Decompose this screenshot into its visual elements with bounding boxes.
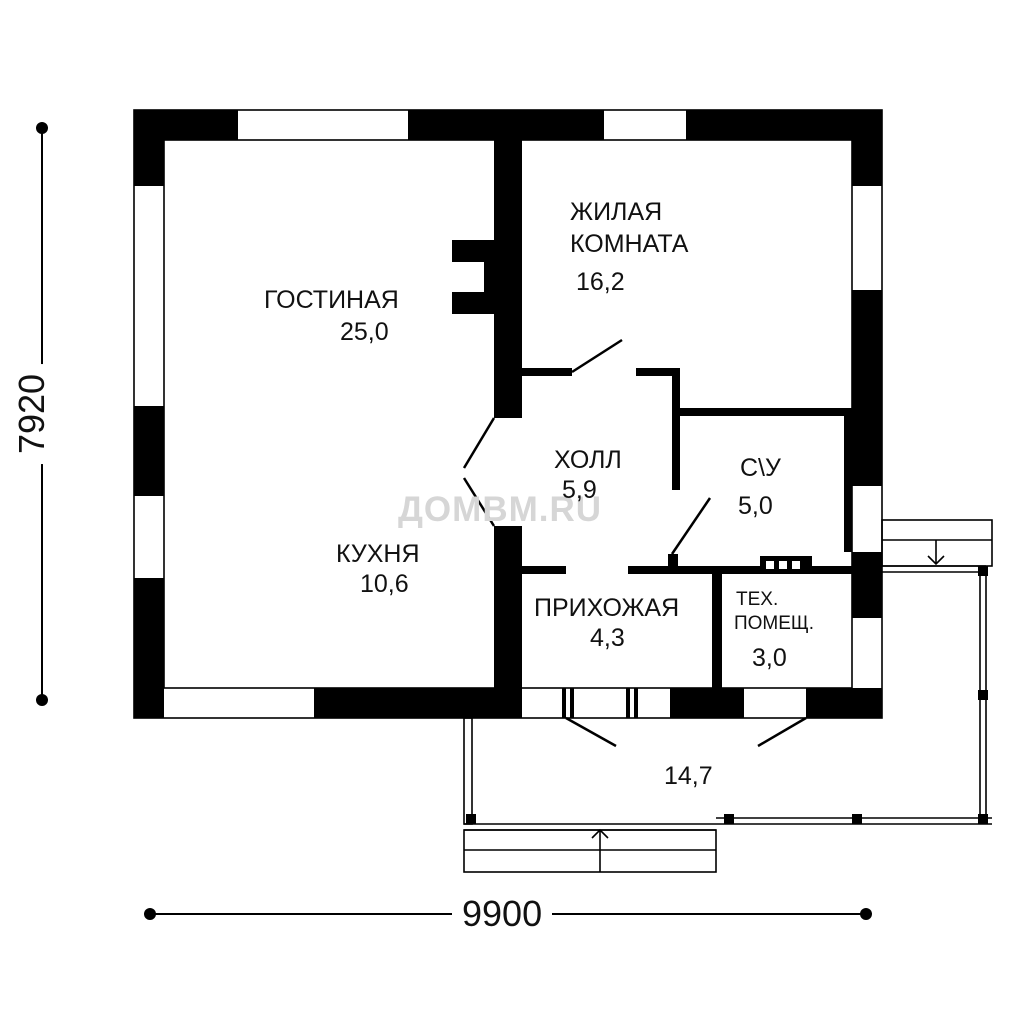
dimension-dots [36,122,872,920]
room-name-hall: ХОЛЛ [554,446,622,474]
solid-walls [134,110,882,718]
entrance-frame [562,688,638,718]
room-area-entry: 4,3 [590,624,625,652]
room-area-terrace: 14,7 [664,762,713,790]
door-swings [462,338,807,748]
room-name-bedroom-line1: ЖИЛАЯ [570,198,663,226]
room-area-tech: 3,0 [752,644,787,672]
room-name-tech-line1: ТЕХ. [736,589,779,610]
room-name-bathroom: С\У [740,454,781,482]
dimension-height: 7920 [11,363,53,465]
terrace [463,519,993,873]
room-name-tech-line2: ПОМЕЩ. [734,613,815,634]
dimension-width: 9900 [452,894,553,934]
room-name-kitchen: КУХНЯ [336,540,420,568]
room-name-bedroom-line2: КОМНАТА [570,230,689,258]
room-area-bedroom: 16,2 [576,268,625,296]
room-area-living: 25,0 [340,318,389,346]
room-name-entry: ПРИХОЖАЯ [534,594,680,622]
vent-block [760,556,812,574]
room-area-kitchen: 10,6 [360,570,409,598]
watermark: ДОМВМ.RU [398,490,603,529]
terrace-posts [466,566,988,824]
room-area-bathroom: 5,0 [738,492,773,520]
room-name-living: ГОСТИНАЯ [264,286,399,314]
room-area-hall: 5,9 [562,476,597,504]
